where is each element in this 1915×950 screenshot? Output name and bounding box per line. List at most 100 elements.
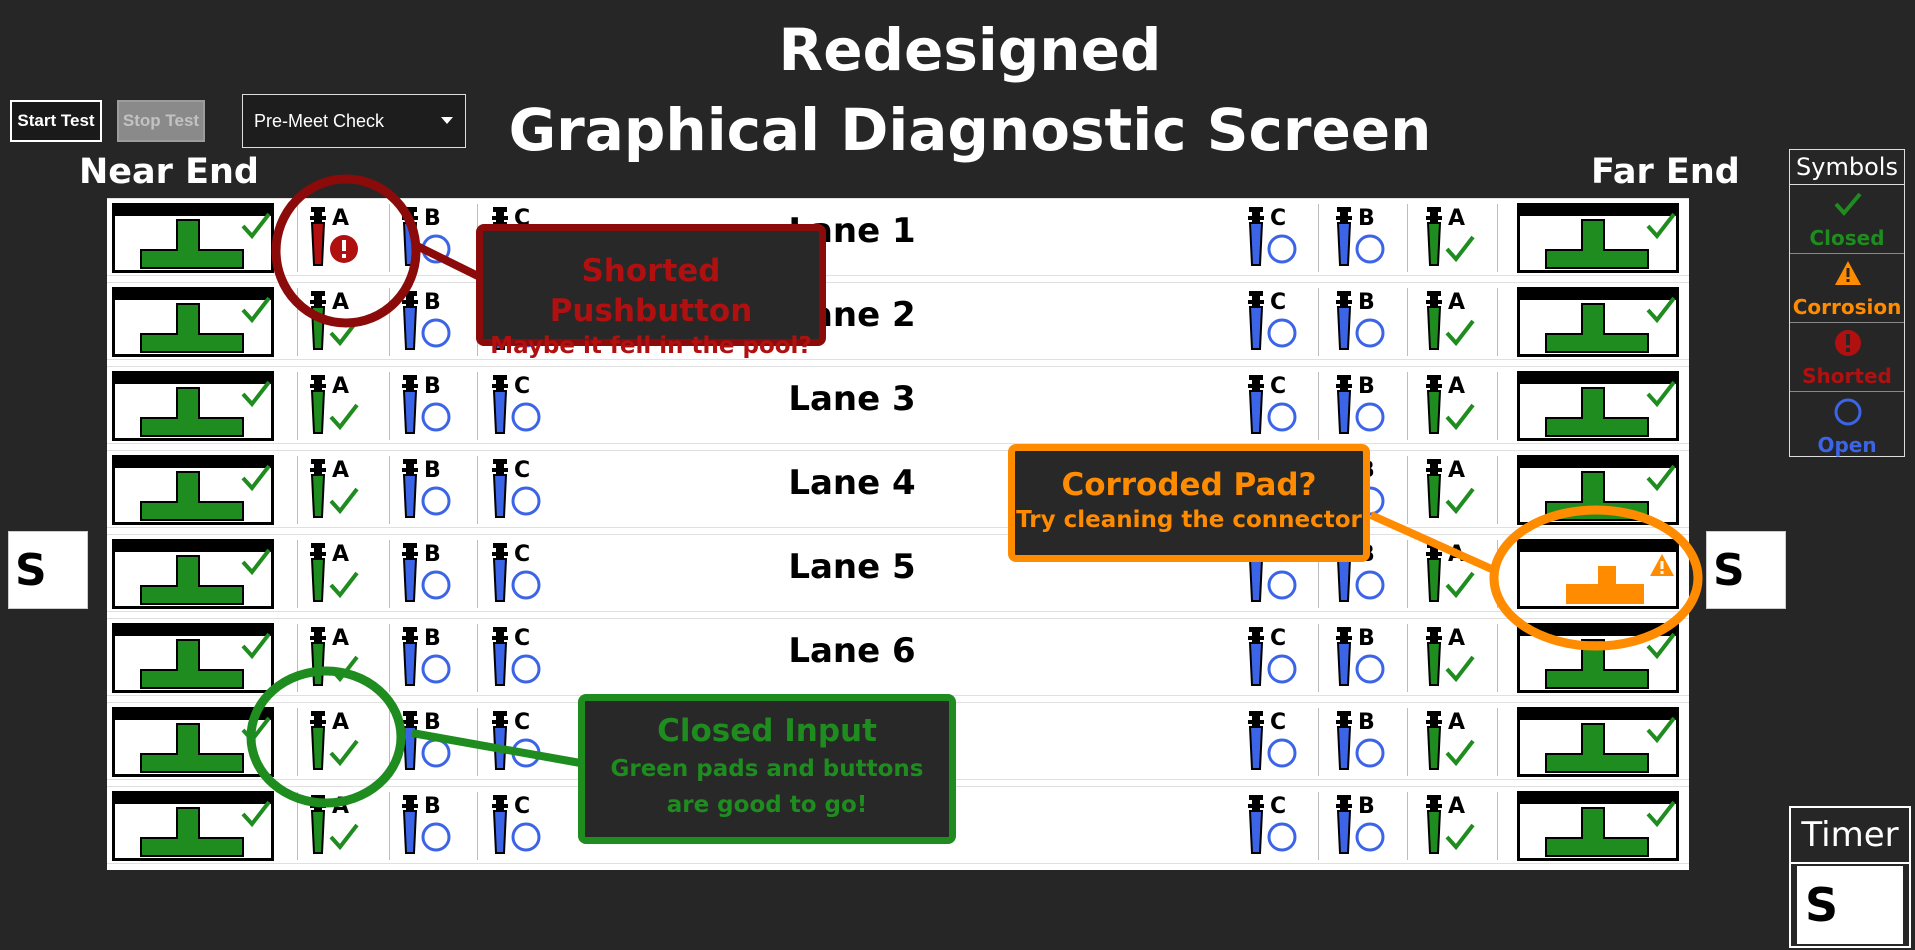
far-pad[interactable] [1517, 539, 1679, 609]
pushbutton-letter: B [424, 207, 441, 231]
divider [297, 540, 298, 608]
far-pushbutton-c[interactable]: C [1245, 206, 1325, 271]
near-pad[interactable] [112, 287, 274, 357]
far-pushbutton-b[interactable]: B [1333, 374, 1413, 439]
pushbutton-icon [492, 459, 508, 518]
pad-top-bar [115, 542, 271, 552]
divider [297, 204, 298, 272]
far-pushbutton-c[interactable]: C [1245, 794, 1325, 859]
far-pushbutton-a[interactable]: A [1423, 206, 1503, 271]
legend-corrosion-label: Corrosion [1792, 295, 1902, 319]
near-pushbutton-b[interactable]: B [399, 458, 479, 523]
far-pushbutton-c[interactable]: C [1245, 374, 1325, 439]
far-pushbutton-b[interactable]: B [1333, 206, 1413, 271]
pushbutton-letter: B [424, 459, 441, 483]
far-pushbutton-c[interactable]: C [1245, 710, 1325, 775]
pushbutton-letter: A [332, 291, 349, 315]
pad-shape [140, 303, 244, 353]
far-pad[interactable] [1517, 707, 1679, 777]
far-pushbutton-b[interactable]: B [1333, 290, 1413, 355]
check-icon [1445, 319, 1475, 347]
near-pushbutton-a[interactable]: A [307, 542, 387, 607]
circle-icon [421, 402, 451, 432]
near-pad[interactable] [112, 203, 274, 273]
far-pad[interactable] [1517, 623, 1679, 693]
far-pushbutton-c[interactable]: C [1245, 626, 1325, 691]
far-pushbutton-c[interactable]: C [1245, 290, 1325, 355]
pushbutton-icon [1336, 291, 1352, 350]
mode-select[interactable]: Pre-Meet Check [242, 94, 466, 148]
far-pushbutton-b[interactable]: B [1333, 710, 1413, 775]
divider [389, 288, 390, 356]
near-pushbutton-a[interactable]: A [307, 710, 387, 775]
pushbutton-letter: C [1270, 711, 1286, 735]
pushbutton-icon [1248, 627, 1264, 686]
divider [477, 792, 478, 860]
check-icon [329, 823, 359, 851]
circle-icon [1355, 654, 1385, 684]
far-pad[interactable] [1517, 203, 1679, 273]
pushbutton-icon [492, 627, 508, 686]
pad-top-bar [1520, 374, 1676, 384]
divider [1318, 708, 1319, 776]
far-pad[interactable] [1517, 371, 1679, 441]
near-pushbutton-c[interactable]: C [489, 458, 569, 523]
near-pushbutton-b[interactable]: B [399, 542, 479, 607]
check-icon [1445, 487, 1475, 515]
near-pad[interactable] [112, 623, 274, 693]
circle-icon [1267, 822, 1297, 852]
near-pushbutton-b[interactable]: B [399, 374, 479, 439]
far-pushbutton-a[interactable]: A [1423, 290, 1503, 355]
near-pad[interactable] [112, 539, 274, 609]
far-pad[interactable] [1517, 791, 1679, 861]
near-pushbutton-a[interactable]: A [307, 206, 387, 271]
far-pushbutton-a[interactable]: A [1423, 626, 1503, 691]
pushbutton-letter: A [332, 459, 349, 483]
pad-shape [1545, 219, 1649, 269]
pushbutton-letter: A [1448, 207, 1465, 231]
shorted-highlight-circle [271, 174, 421, 328]
far-pushbutton-a[interactable]: A [1423, 710, 1503, 775]
corroded-callout-title: Corroded Pad? [1061, 467, 1317, 503]
near-pushbutton-c[interactable]: C [489, 626, 569, 691]
start-test-button[interactable]: Start Test [10, 100, 102, 142]
near-pushbutton-b[interactable]: B [399, 290, 479, 355]
check-icon [241, 548, 271, 576]
far-pushbutton-b[interactable]: B [1333, 794, 1413, 859]
near-pushbutton-c[interactable]: C [489, 794, 569, 859]
near-pad[interactable] [112, 455, 274, 525]
far-pushbutton-b[interactable]: B [1333, 626, 1413, 691]
near-pushbutton-b[interactable]: B [399, 794, 479, 859]
corroded-callout-subtitle: Try cleaning the connector [1016, 507, 1362, 533]
pad-top-bar [1520, 794, 1676, 804]
legend-closed: Closed [1790, 185, 1904, 254]
pad-shape [1545, 807, 1649, 857]
far-pushbutton-a[interactable]: A [1423, 794, 1503, 859]
pushbutton-letter: C [514, 543, 530, 567]
far-pushbutton-a[interactable]: A [1423, 458, 1503, 523]
circle-icon [1355, 570, 1385, 600]
divider [477, 456, 478, 524]
warning-icon [1835, 261, 1861, 285]
pad-top-bar [1520, 206, 1676, 216]
check-icon [241, 464, 271, 492]
stop-test-button[interactable]: Stop Test [117, 100, 205, 142]
check-icon [1445, 235, 1475, 263]
near-pushbutton-c[interactable]: C [489, 374, 569, 439]
pushbutton-icon [310, 459, 326, 518]
near-pad[interactable] [112, 371, 274, 441]
near-pushbutton-a[interactable]: A [307, 458, 387, 523]
far-pushbutton-a[interactable]: A [1423, 374, 1503, 439]
near-pushbutton-b[interactable]: B [399, 626, 479, 691]
pushbutton-letter: B [1358, 795, 1375, 819]
near-pad[interactable] [112, 791, 274, 861]
divider [1407, 624, 1408, 692]
timer-header: Timer [1791, 808, 1909, 864]
near-pushbutton-a[interactable]: A [307, 374, 387, 439]
pushbutton-letter: A [1448, 711, 1465, 735]
check-icon [329, 487, 359, 515]
near-pushbutton-c[interactable]: C [489, 542, 569, 607]
pushbutton-icon [492, 795, 508, 854]
far-pad[interactable] [1517, 287, 1679, 357]
page-title-line2: Graphical Diagnostic Screen [508, 96, 1432, 164]
